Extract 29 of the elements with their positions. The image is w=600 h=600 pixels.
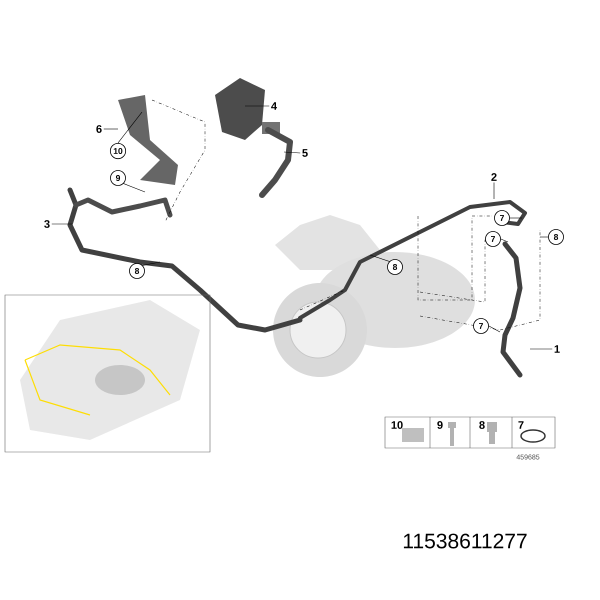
circled-callout: 7	[485, 231, 501, 247]
callout-number: 6	[96, 125, 102, 133]
part-number: 9	[437, 421, 443, 429]
leader-line	[123, 183, 146, 192]
part-number: 8	[479, 421, 485, 429]
circled-callout: 7	[494, 210, 510, 226]
leader-line	[530, 348, 553, 350]
callout-number: 4	[271, 102, 277, 110]
callout-number: 5	[302, 149, 308, 157]
circled-callout: 8	[387, 259, 403, 275]
circled-callout: 10	[110, 142, 126, 160]
leader-line	[142, 262, 160, 266]
circled-callout: 8	[129, 263, 145, 279]
leader-line	[118, 112, 142, 144]
leader-line	[500, 238, 508, 242]
circled-callout: 9	[110, 170, 126, 186]
leader-line	[488, 326, 500, 332]
leader-line	[284, 152, 301, 154]
callout-number: 3	[44, 220, 50, 228]
circled-callout: 8	[548, 229, 564, 245]
callout-number: 2	[491, 173, 497, 181]
part-number: 11538611277	[404, 534, 527, 548]
part-number: 7	[518, 421, 524, 429]
part-number: 10	[392, 421, 403, 429]
circled-callout: 7	[473, 318, 489, 334]
leader-line	[540, 236, 548, 238]
leader-line	[370, 254, 390, 262]
leader-line	[103, 128, 118, 130]
callout-number: 1	[554, 345, 560, 353]
